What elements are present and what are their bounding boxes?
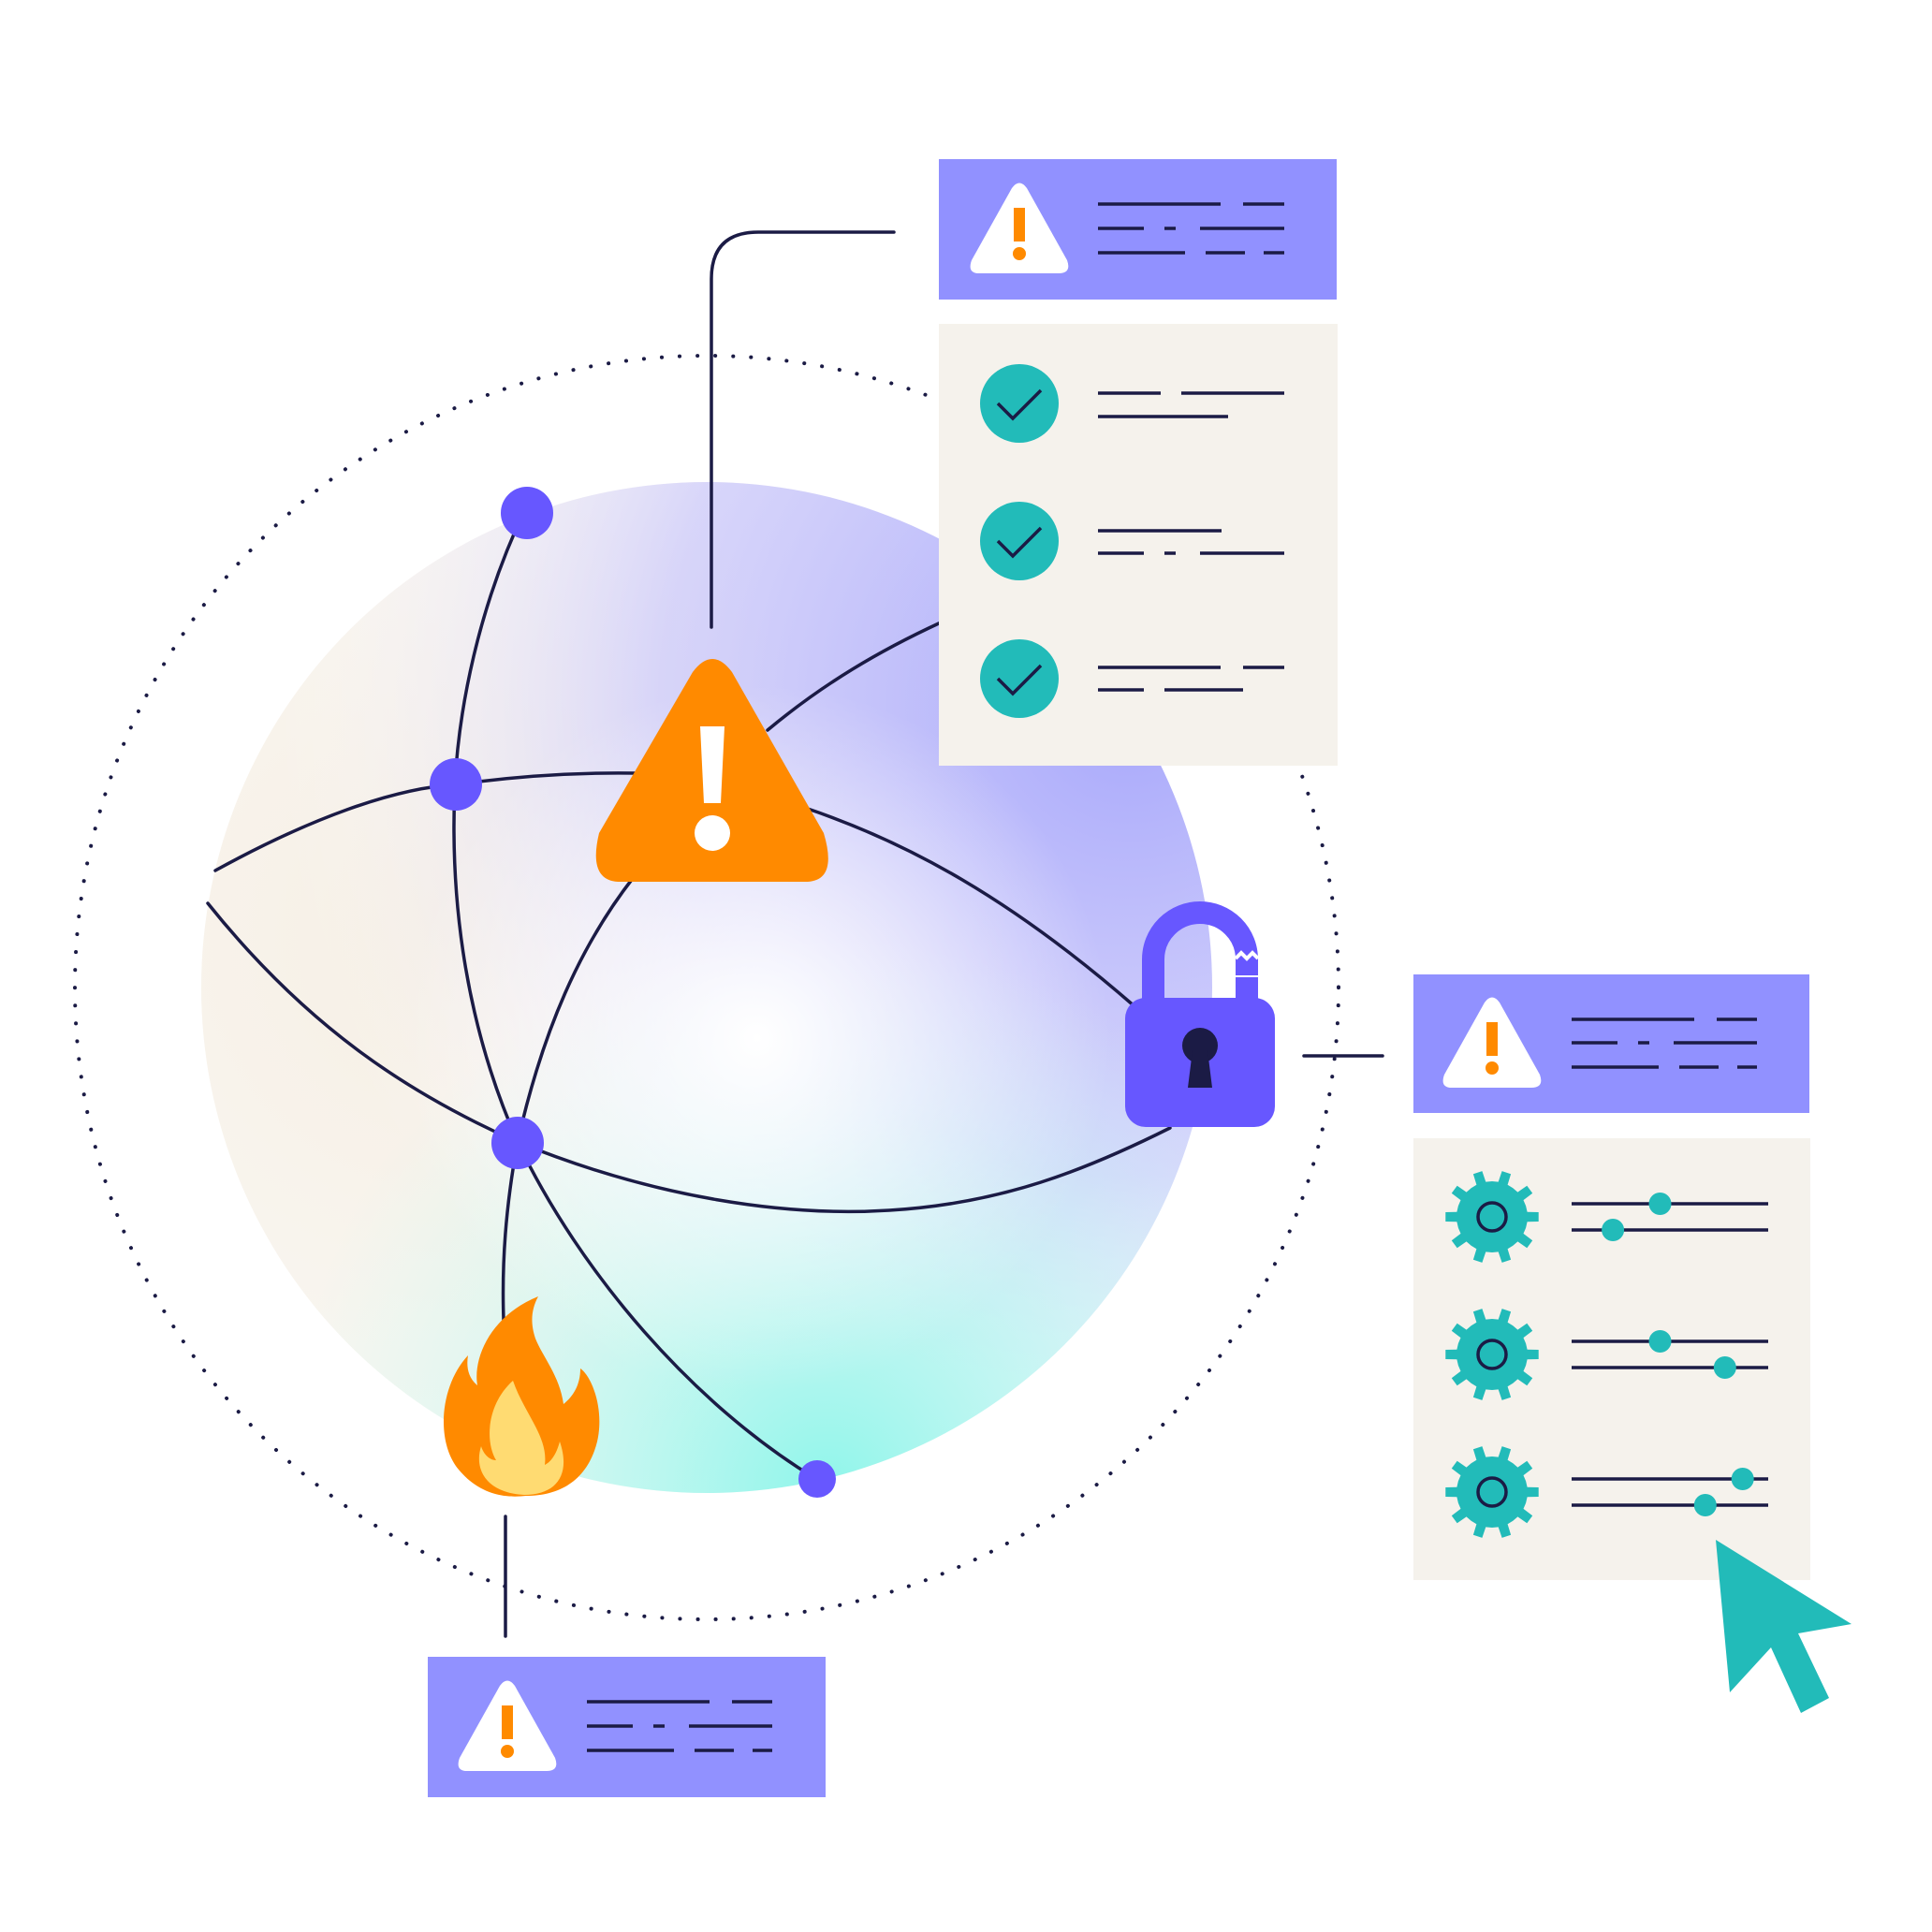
network-node <box>430 758 482 811</box>
settings-row <box>1445 1446 1768 1538</box>
alert-card-bottom <box>428 1657 826 1797</box>
warning-triangle-icon <box>458 1680 557 1771</box>
slider-thumb[interactable] <box>1648 1330 1672 1353</box>
settings-panel <box>1413 1138 1810 1580</box>
slider-1[interactable] <box>1572 1330 1768 1353</box>
text-placeholder-lines <box>1098 202 1284 255</box>
slider-thumb[interactable] <box>1602 1219 1625 1241</box>
checklist-item <box>980 639 1284 718</box>
network-node <box>491 1117 544 1169</box>
checklist-item <box>980 502 1284 580</box>
text-placeholder-lines <box>1098 529 1284 555</box>
text-placeholder-lines <box>1098 666 1284 692</box>
slider-2[interactable] <box>1572 1494 1768 1516</box>
slider-thumb[interactable] <box>1648 1193 1672 1215</box>
slider-1[interactable] <box>1572 1468 1768 1490</box>
slider-2[interactable] <box>1572 1356 1768 1379</box>
network-node <box>798 1460 836 1498</box>
flame-icon <box>443 1296 600 1497</box>
gear-icon <box>1445 1309 1539 1400</box>
text-placeholder-lines <box>1572 1017 1757 1069</box>
checklist-item <box>980 364 1284 443</box>
alert-card-top <box>939 159 1337 300</box>
dotted-orbit <box>73 354 1340 1621</box>
alert-card-right <box>1413 974 1809 1113</box>
warning-triangle-icon <box>1442 997 1542 1088</box>
checklist-panel <box>939 324 1338 766</box>
slider-thumb[interactable] <box>1713 1356 1736 1379</box>
gear-icon <box>1445 1446 1539 1538</box>
text-placeholder-lines <box>1098 391 1284 418</box>
warning-triangle-icon <box>970 183 1069 273</box>
network-lines <box>206 230 1384 1638</box>
network-nodes <box>430 487 836 1498</box>
text-placeholder-lines <box>587 1700 772 1752</box>
check-circle-icon <box>980 502 1059 580</box>
settings-row <box>1445 1171 1768 1263</box>
slider-thumb[interactable] <box>1693 1494 1717 1516</box>
check-circle-icon <box>980 364 1059 443</box>
settings-row <box>1445 1309 1768 1400</box>
slider-thumb[interactable] <box>1731 1468 1754 1490</box>
slider-1[interactable] <box>1572 1193 1768 1215</box>
warning-triangle-icon <box>595 659 828 882</box>
unlocked-padlock-icon <box>1125 901 1275 1127</box>
slider-2[interactable] <box>1572 1219 1768 1241</box>
check-circle-icon <box>980 639 1059 718</box>
gear-icon <box>1445 1171 1539 1263</box>
network-node <box>501 487 553 539</box>
pointer-cursor-icon[interactable] <box>1716 1540 1852 1713</box>
